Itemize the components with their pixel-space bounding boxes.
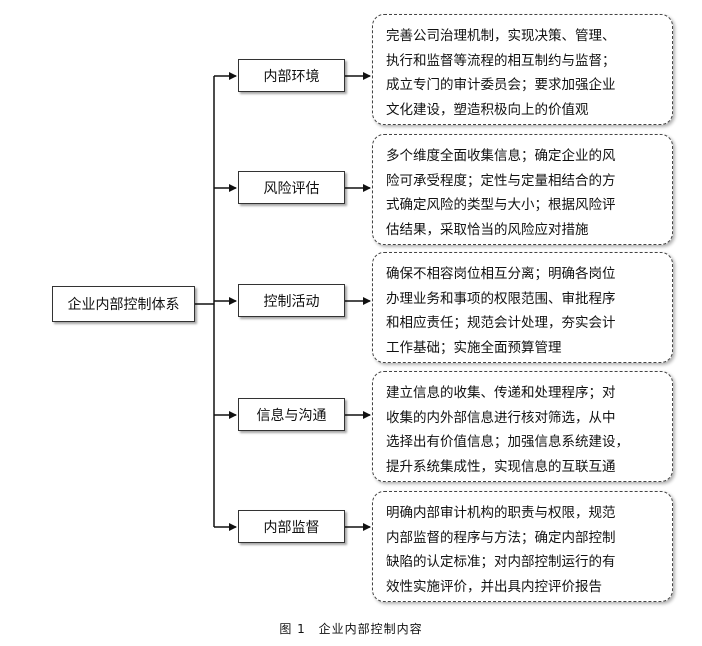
component-node-label: 内部环境 [263, 68, 320, 85]
description-line: 执行和监督等流程的相互制约与监督； [386, 52, 616, 69]
description-line: 选择出有价值信息；加强信息系统建设， [386, 434, 629, 450]
description-line: 文化建设，塑造积极向上的价值观 [386, 101, 589, 118]
description-box-control-activities: 确保不相容岗位相互分离；明确各岗位 办理业务和事项的权限范围、审批程序 和相应责… [372, 252, 673, 363]
component-node-label: 内部监督 [263, 519, 320, 536]
component-node-risk-assessment: 风险评估 [238, 171, 345, 204]
description-line: 确保不相容岗位相互分离；明确各岗位 [386, 266, 616, 282]
figure-number: 图 1 [279, 622, 306, 636]
description-line: 式确定风险的类型与大小；根据风险评 [386, 197, 616, 213]
description-line: 办理业务和事项的权限范围、审批程序 [386, 290, 616, 307]
description-line: 内部监督的程序与方法；确定内部控制 [386, 529, 616, 546]
description-line: 完善公司治理机制，实现决策、管理、 [386, 28, 616, 44]
description-box-information-communication: 建立信息的收集、传递和处理程序；对 收集的内外部信息进行核对筛选，从中 选择出有… [372, 371, 673, 482]
component-node-label: 信息与沟通 [256, 407, 327, 424]
description-line: 险可承受程度；定性与定量相结合的方 [386, 172, 616, 189]
component-node-environment: 内部环境 [238, 59, 345, 92]
component-node-label: 控制活动 [263, 293, 320, 310]
description-line: 估结果，采取恰当的风险应对措施 [386, 221, 589, 238]
description-line: 效性实施评价，并出具内控评价报告 [386, 578, 602, 595]
description-line: 工作基础；实施全面预算管理 [386, 339, 562, 356]
component-node-monitoring: 内部监督 [238, 510, 345, 543]
description-line: 提升系统集成性，实现信息的互联互通 [386, 458, 616, 475]
description-line: 成立专门的审计委员会；要求加强企业 [386, 77, 616, 93]
description-line: 和相应责任；规范会计处理，夯实会计 [386, 315, 616, 331]
figure-title: 企业内部控制内容 [318, 622, 423, 636]
description-line: 缺陷的认定标准；对内部控制运行的有 [386, 554, 616, 570]
description-box-monitoring: 明确内部审计机构的职责与权限，规范 内部监督的程序与方法；确定内部控制 缺陷的认… [372, 491, 673, 602]
description-line: 明确内部审计机构的职责与权限，规范 [386, 505, 616, 521]
component-node-information-communication: 信息与沟通 [238, 398, 345, 431]
root-node: 企业内部控制体系 [52, 286, 195, 322]
root-node-label: 企业内部控制体系 [67, 297, 180, 313]
description-line: 多个维度全面收集信息；确定企业的风 [386, 148, 616, 164]
description-line: 收集的内外部信息进行核对筛选，从中 [386, 409, 616, 426]
description-line: 建立信息的收集、传递和处理程序；对 [386, 385, 616, 401]
description-box-risk-assessment: 多个维度全面收集信息；确定企业的风 险可承受程度；定性与定量相结合的方 式确定风… [372, 134, 673, 245]
component-node-label: 风险评估 [263, 180, 320, 197]
figure-caption: 图 1 企业内部控制内容 [0, 620, 702, 637]
description-box-environment: 完善公司治理机制，实现决策、管理、 执行和监督等流程的相互制约与监督； 成立专门… [372, 14, 673, 125]
component-node-control-activities: 控制活动 [238, 284, 345, 317]
